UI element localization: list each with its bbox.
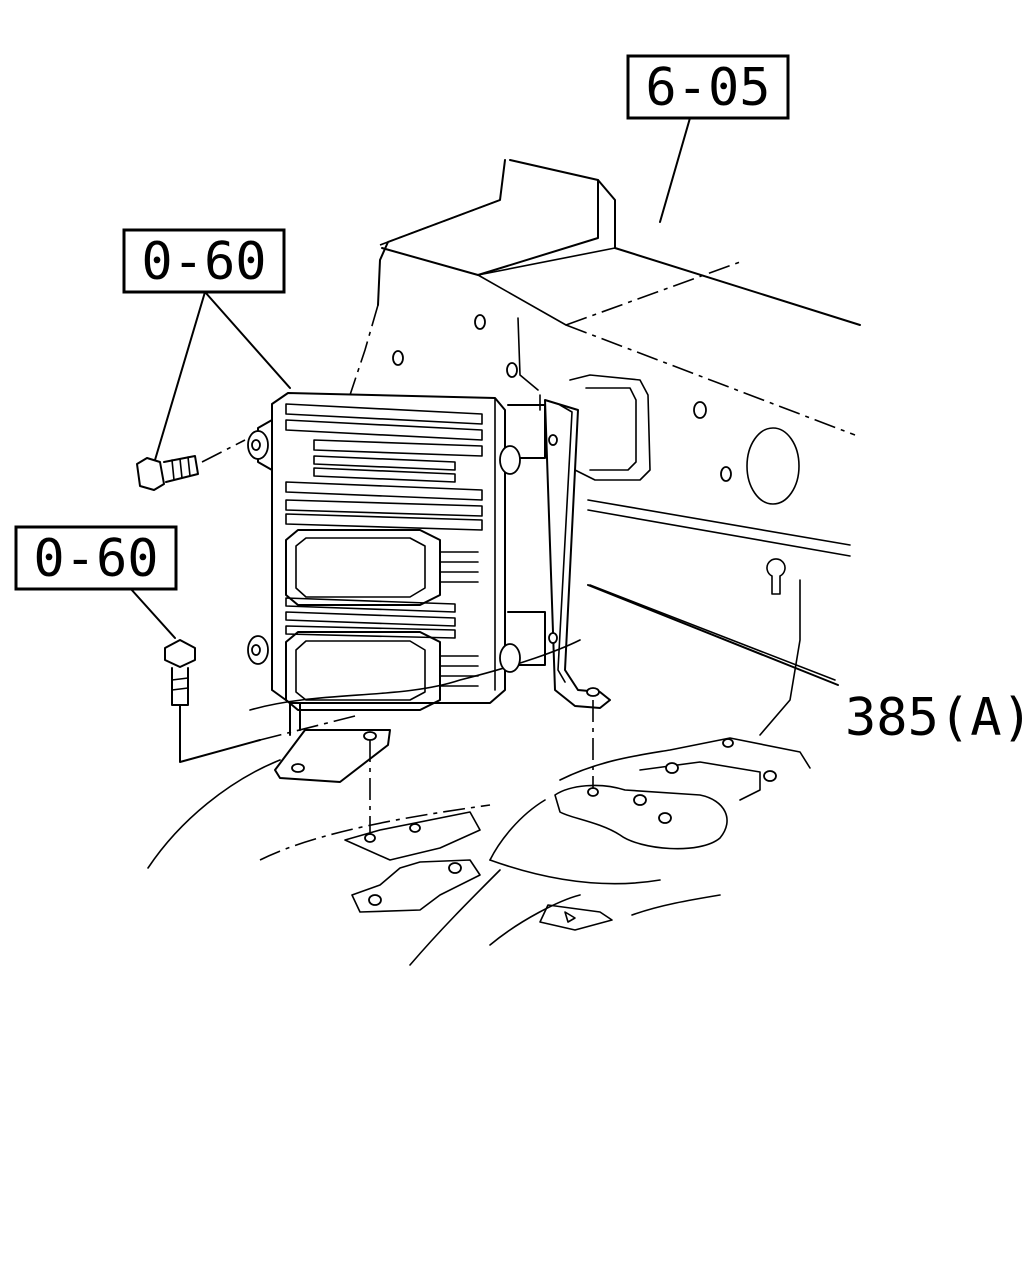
callout-text-6-05: 6-05 bbox=[645, 58, 770, 118]
callout-0-60-upper: 0-60 bbox=[122, 228, 286, 294]
connector-upper bbox=[285, 529, 479, 606]
body-panel bbox=[349, 159, 861, 736]
callout-box bbox=[626, 54, 790, 120]
callout-box bbox=[14, 525, 178, 591]
callout-385a: 385(A) bbox=[845, 688, 1024, 748]
callout-text-385a: 385(A) bbox=[845, 688, 1024, 748]
callout-0-60-lower: 0-60 bbox=[14, 525, 178, 591]
mounting-bracket-385a bbox=[507, 399, 611, 709]
cooling-fins-upper bbox=[285, 403, 483, 531]
leader-lines bbox=[129, 117, 839, 686]
callout-text-0-60-upper: 0-60 bbox=[141, 232, 266, 292]
lower-bolt bbox=[164, 639, 356, 763]
callout-box bbox=[122, 228, 286, 294]
callout-text-0-60-lower: 0-60 bbox=[33, 529, 158, 589]
upper-bolt bbox=[136, 439, 246, 491]
lower-bracket bbox=[274, 700, 599, 843]
engine-control-module bbox=[247, 392, 521, 711]
callout-6-05: 6-05 bbox=[626, 54, 790, 120]
cooling-fins-lower bbox=[285, 597, 456, 639]
floor-structure bbox=[147, 639, 811, 966]
